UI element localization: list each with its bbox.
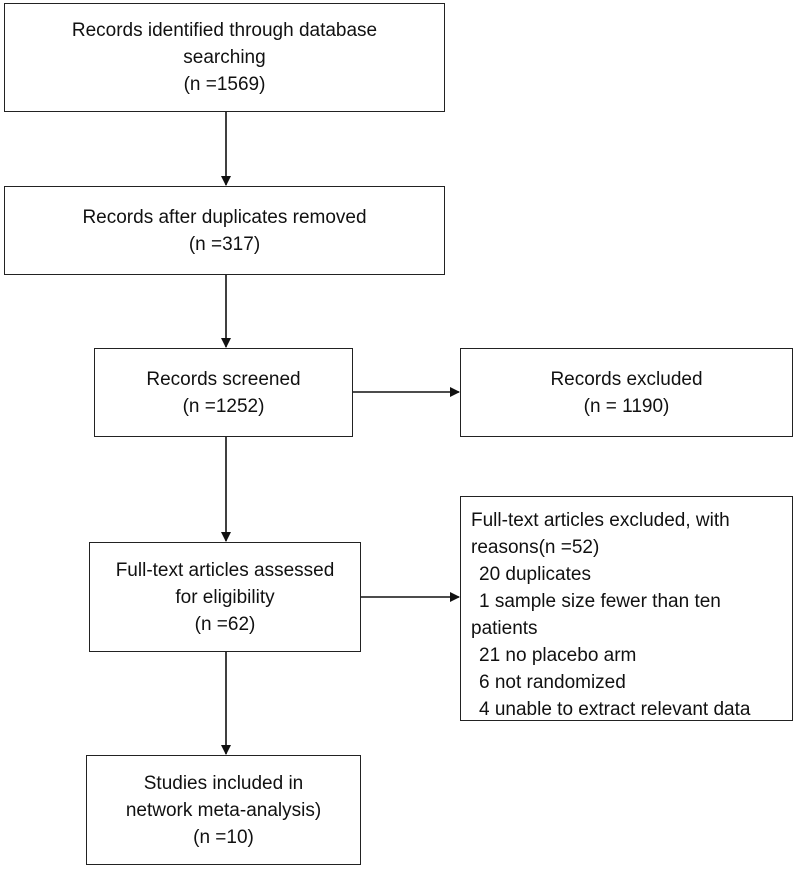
box-records-screened: Records screened (n =1252) (94, 348, 353, 437)
box-line: network meta-analysis) (125, 799, 322, 821)
box-records-after-duplicates: Records after duplicates removed (n =317… (4, 186, 445, 275)
box-studies-included: Studies included in network meta-analysi… (86, 755, 361, 865)
box-line: Records screened (146, 368, 301, 390)
box-line: Studies included in (143, 772, 304, 794)
box-records-excluded: Records excluded (n = 1190) (460, 348, 793, 437)
box-line: Full-text articles assessed (115, 559, 335, 581)
box-records-identified: Records identified through database sear… (4, 3, 445, 112)
box-line: Records after duplicates removed (82, 206, 367, 228)
box-heading-line: Full-text articles excluded, with (471, 510, 730, 531)
box-line: Records identified through database (71, 20, 378, 41)
box-line: (n =62) (194, 613, 256, 635)
box-line: (n =10) (193, 826, 254, 848)
exclusion-reason: 4 unable to extract relevant data (479, 699, 751, 720)
box-fulltext-assessed: Full-text articles assessed for eligibil… (89, 542, 361, 652)
exclusion-reason: 6 not randomized (479, 672, 626, 693)
exclusion-reason: 1 sample size fewer than ten (479, 591, 721, 612)
box-line: searching (183, 47, 266, 68)
box-line: (n =1569) (183, 74, 266, 95)
box-line: for eligibility (175, 586, 275, 608)
box-heading-line: reasons(n =52) (471, 537, 600, 558)
box-line: (n =1252) (182, 395, 265, 417)
exclusion-reason: 20 duplicates (479, 564, 591, 585)
box-line: (n =317) (188, 233, 261, 255)
box-fulltext-excluded: Full-text articles excluded, with reason… (460, 496, 793, 721)
exclusion-reason: patients (471, 618, 538, 639)
box-line: Records excluded (550, 368, 703, 390)
exclusion-reason: 21 no placebo arm (479, 645, 637, 666)
box-line: (n = 1190) (583, 395, 670, 417)
